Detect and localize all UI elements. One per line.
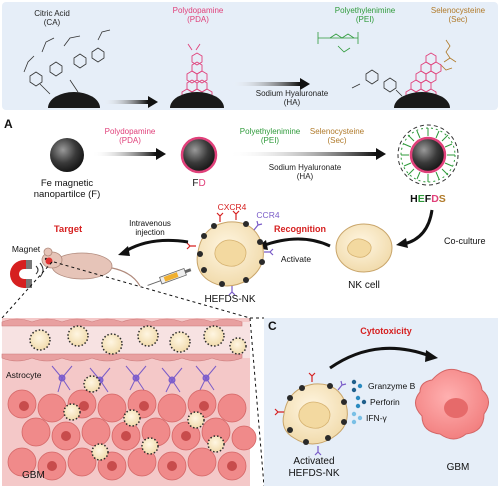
hefds-nk-cell — [186, 210, 274, 296]
injection-label-1: Intravenous — [129, 219, 171, 228]
ifn-label: IFN-γ — [366, 413, 388, 423]
top-arrow-2 — [230, 82, 300, 86]
gbm-nuclei — [19, 401, 237, 471]
panel-a-ha-label: Sodium Hyaluronate — [269, 163, 342, 172]
pei-structure — [317, 32, 359, 53]
nk-cell-label: NK cell — [348, 280, 380, 291]
perforin-label: Perforin — [370, 397, 400, 407]
top-ha-label: Sodium Hyaluronate — [256, 89, 329, 98]
panel-c-gbm-label: GBM — [447, 462, 470, 473]
panel-c-label: C — [268, 319, 277, 333]
panel-a-pda-label: Polydopamine — [105, 127, 156, 136]
coculture-arrow — [403, 209, 434, 246]
fe-label-line1: Fe magnetic — [41, 178, 94, 189]
panel-separator-2 — [249, 317, 265, 487]
magnet-icon — [10, 260, 44, 288]
hefds-nk-label: HEFDS-NK — [204, 294, 255, 305]
activated-label-2: HEFDS-NK — [288, 468, 339, 479]
fd-nanoparticle — [180, 136, 218, 174]
nanoparticle-cap-3 — [394, 92, 450, 108]
citric-acid-abbr: (CA) — [44, 18, 61, 27]
granzyme-label: Granzyme B — [368, 381, 416, 391]
ccr4-label: CCR4 — [256, 210, 279, 220]
activated-nk-cell — [274, 372, 348, 456]
target-label: Target — [54, 224, 83, 235]
top-pei-label: Polyethylenimine — [335, 6, 396, 15]
activate-arrow — [261, 237, 331, 248]
vessel-wall-cells — [1, 318, 243, 362]
top-pda-abbr: (PDA) — [187, 15, 209, 24]
top-sec-label: Selenocysteine — [431, 6, 486, 15]
zoom-line-left — [1, 261, 53, 319]
injection-arrow — [123, 238, 189, 254]
panel-a-pei-label: Polyethylenimine — [240, 127, 301, 136]
sec-structure — [439, 39, 457, 71]
panel-a-arrow-2 — [228, 152, 376, 156]
top-pei-abbr: (PEI) — [356, 15, 375, 24]
panel-a-sec-abbr: (Sec) — [327, 136, 346, 145]
injection-label-2: injection — [135, 228, 164, 237]
hefds-label: HEFDS — [410, 193, 446, 205]
recognition-label: Recognition — [274, 224, 326, 234]
syringe-icon — [147, 267, 192, 286]
mouse-icon — [41, 247, 141, 287]
citric-acid-label: Citric Acid — [34, 9, 70, 18]
activated-label-1: Activated — [293, 456, 334, 467]
top-arrow-1 — [102, 100, 148, 104]
panel-a-arrow-1 — [92, 152, 156, 156]
ha-structure — [351, 69, 403, 97]
panel-b-gbm-label: GBM — [22, 470, 45, 481]
coculture-label: Co-culture — [444, 236, 486, 246]
citric-acid-structure — [23, 29, 111, 95]
cxcr4-label: CXCR4 — [218, 202, 247, 212]
gbm-cell — [415, 368, 489, 440]
nanoparticle-cap-1 — [48, 92, 100, 108]
panel-a-sec-label: Selenocysteine — [310, 127, 365, 136]
nanoparticle-cap-2 — [170, 92, 224, 108]
magnet-label: Magnet — [12, 244, 41, 254]
cytotoxicity-label: Cytotoxicity — [360, 326, 412, 336]
activate-label: Activate — [281, 254, 312, 264]
top-pda-label: Polydopamine — [173, 6, 224, 15]
panel-a-pda-abbr: (PDA) — [119, 136, 141, 145]
panel-a-ha-abbr: (HA) — [297, 172, 314, 181]
astrocyte-label: Astrocyte — [6, 370, 42, 380]
top-sec-abbr: (Sec) — [448, 15, 467, 24]
cytotoxic-granules — [351, 379, 367, 425]
nk-cells-in-vessel — [29, 325, 247, 355]
panel-a-pei-abbr: (PEI) — [261, 136, 280, 145]
nk-cells-in-tissue — [63, 375, 225, 461]
zoom-line-right — [53, 261, 251, 319]
hefds-nanoparticle — [397, 124, 459, 186]
fe-label-line2: nanopartilce (F) — [34, 189, 101, 200]
fd-label: FD — [192, 178, 205, 189]
top-ha-abbr: (HA) — [284, 98, 301, 107]
fe-nanoparticle — [50, 138, 84, 172]
cytotoxicity-arrow — [329, 346, 431, 370]
panel-a-label: A — [4, 117, 13, 131]
gbm-tissue — [7, 389, 257, 481]
